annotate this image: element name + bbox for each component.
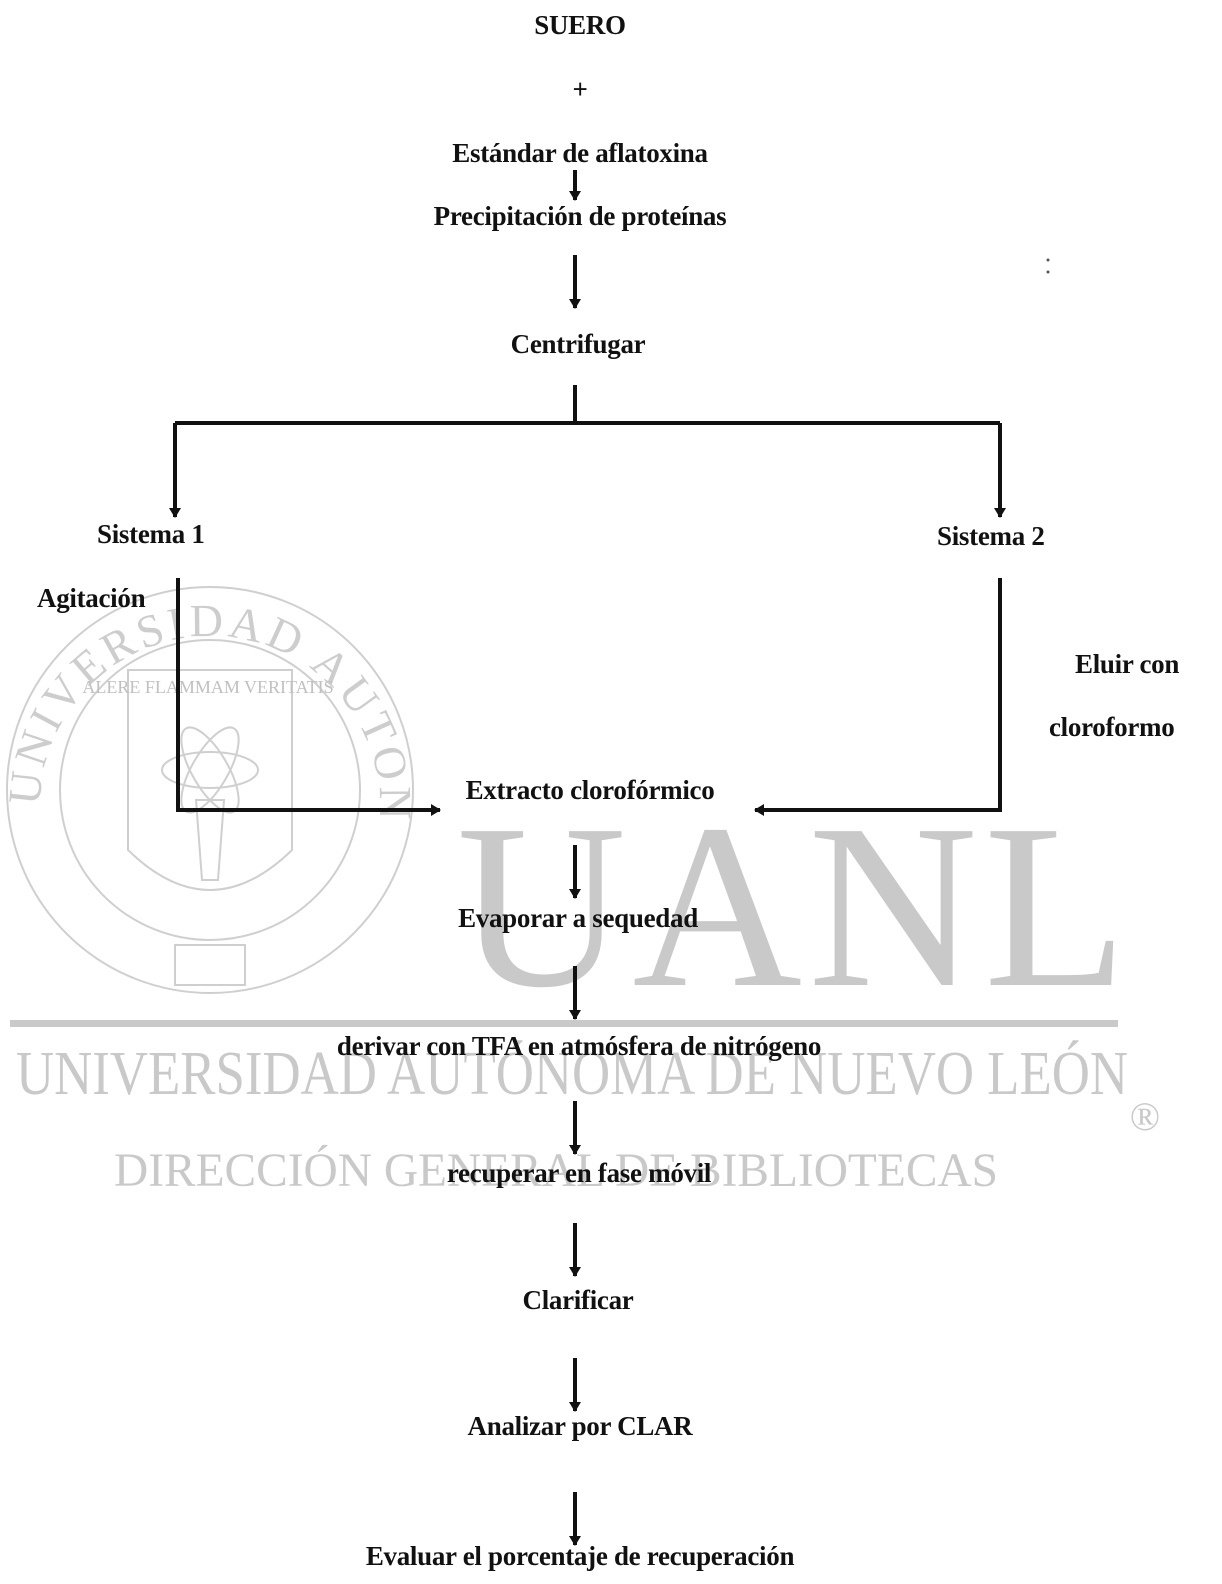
arrow-system2-to-extract [754,578,1002,816]
seal-inner-ring [59,639,361,941]
step-analyze: Analizar por CLAR [467,1411,693,1441]
step-recover: recuperar en fase móvil [446,1158,712,1188]
step-suero: SUERO [534,10,626,40]
speck [1046,258,1050,262]
seal-atom-orbit [161,751,259,789]
uanl-logo-text: UANL [457,776,1134,1036]
step-derive: derivar con TFA en atmósfera de nitrógen… [336,1031,822,1061]
registered-mark: ® [1130,1094,1160,1139]
step-evaluate: Evaluar el porcentaje de recuperación [365,1541,795,1571]
watermark-university-name: UNIVERSIDAD AUTÓNOMA DE NUEVO LEÓN [16,1040,1128,1108]
step-precipitation: Precipitación de proteínas [433,201,727,231]
plus-sign: + [572,74,588,104]
step-evaporate: Evaporar a sequedad [458,903,698,933]
arrow-system1-to-extract [176,578,441,816]
step-clarify: Clarificar [522,1285,634,1315]
seal-torch [194,799,226,881]
system2-method-line1: Eluir con [1075,649,1180,679]
system2-label: Sistema 2 [937,521,1045,551]
step-extract: Extracto clorofórmico [465,775,715,805]
step-centrifuge: Centrifugar [510,329,646,359]
seal-shield [127,669,293,891]
system1-label: Sistema 1 [97,519,205,549]
seal-base [174,944,246,986]
system2-method-line2: cloroformo [1049,712,1175,742]
step-standard: Estándar de aflatoxina [452,138,708,168]
seal-outer-ring [6,586,414,994]
watermark-directorate: DIRECCIÓN GENERAL DE BIBLIOTECAS [114,1143,998,1197]
watermark-rule [10,1020,1118,1027]
system1-method: Agitación [37,583,146,613]
seal-motto: ALERE FLAMMAM VERITATIS [82,677,333,697]
